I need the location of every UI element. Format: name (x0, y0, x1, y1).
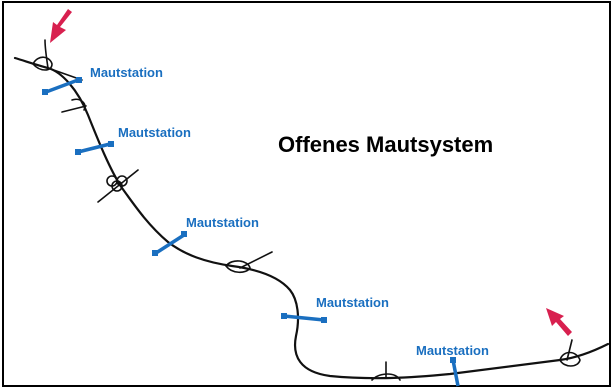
junction-mid (224, 251, 273, 274)
junction-south (371, 361, 401, 381)
toll-station-2 (75, 141, 114, 155)
toll-station-4 (281, 313, 327, 323)
station-label-1: Mautstation (90, 65, 163, 80)
highway-line (13, 56, 610, 380)
diagram-title: Offenes Mautsystem (278, 132, 493, 157)
station-label-2: Mautstation (118, 125, 191, 140)
exit-arrow-icon (546, 308, 572, 336)
toll-station-3 (152, 231, 187, 256)
entry-arrow-icon (50, 9, 72, 43)
toll-station-1 (42, 77, 82, 95)
junction-north (32, 39, 83, 81)
station-label-5: Mautstation (416, 343, 489, 358)
station-label-3: Mautstation (186, 215, 259, 230)
junction-2 (61, 98, 87, 113)
junction-east (559, 339, 581, 367)
toll-station-5 (450, 357, 460, 387)
station-label-4: Mautstation (316, 295, 389, 310)
interchange-cloverleaf (97, 169, 139, 203)
